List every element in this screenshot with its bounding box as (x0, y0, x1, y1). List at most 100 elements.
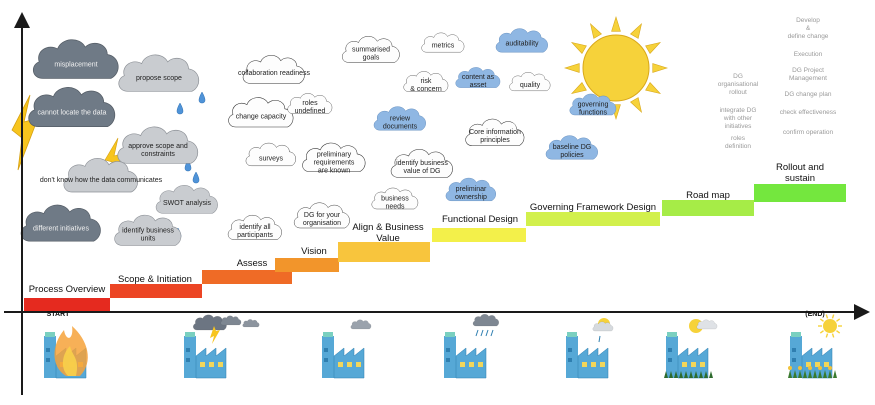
sun-cloud-icon (592, 318, 614, 343)
future-note: organisational (718, 81, 759, 88)
future-note: Execution (794, 51, 823, 58)
factory-icon (184, 332, 227, 379)
cloud-node: cannot locate the data (28, 86, 116, 128)
cloud-label: SWOT analysis (163, 200, 212, 207)
cloud-label: identify business (396, 160, 448, 167)
plants-icon (664, 371, 713, 378)
cloud-label: principles (480, 137, 510, 144)
cloud-icon (350, 319, 372, 330)
cloud-label: don't know how the data communicates (40, 177, 163, 184)
cloud-label: asset (470, 82, 487, 89)
future-notes: Develop&define changeExecutionDGorganisa… (718, 17, 837, 150)
cloud-label: cannot locate the data (38, 109, 107, 116)
cloud-label: ownership (455, 194, 487, 201)
cloud-label: misplacement (54, 61, 97, 68)
cloud-node: SWOT analysis (155, 184, 219, 214)
cloud-node: quality (509, 71, 551, 92)
cloud-label: quality (520, 82, 541, 89)
future-note: & (806, 25, 811, 32)
future-note: definition (725, 143, 751, 150)
cloud-label: are known (318, 167, 350, 174)
cloud-label: constraints (141, 151, 175, 158)
cloud-label: documents (383, 123, 418, 130)
cloud-label: DG for your (304, 212, 341, 219)
future-note: roles (731, 135, 746, 142)
plants-icon (788, 366, 837, 378)
cloud-label: change capacity (236, 113, 287, 120)
clouds-layer: misplacement propose scope cannot locate t… (20, 28, 617, 246)
future-note: DG (733, 73, 743, 80)
step-label: Scope & Initiation (118, 274, 192, 285)
cloud-label: needs (385, 203, 405, 210)
cloud-label: baseline DG (553, 144, 592, 151)
sun-cloud-icon (689, 319, 718, 333)
cloud-node: risk& concern (403, 71, 449, 93)
step-block: Process Overview (24, 284, 110, 312)
step-label: Align & Business (352, 222, 424, 233)
future-note: rollout (729, 89, 747, 96)
step-block: Road map (662, 190, 754, 216)
step-label: Governing Framework Design (530, 202, 656, 213)
future-note: Develop (796, 17, 820, 24)
cloud-label: summarised (352, 47, 390, 54)
future-note: initiatives (725, 123, 752, 130)
start-label: START (47, 311, 71, 318)
step-label: Road map (686, 190, 730, 201)
cloud-node: change capacity (228, 97, 294, 128)
cloud-label: identify business (122, 228, 174, 235)
cloud-label: preliminary (317, 151, 352, 158)
cloud-label: Core information (469, 129, 521, 136)
future-note: DG Project (792, 67, 824, 74)
factory-icon (322, 332, 365, 379)
step-block: Vision (275, 246, 339, 272)
rain-cloud-icon (472, 314, 499, 337)
factory-icon (790, 332, 833, 379)
cloud-label: units (141, 236, 156, 243)
cloud-label: policies (560, 152, 584, 159)
cloud-label: identify all (239, 224, 271, 231)
cloud-label: risk (421, 78, 432, 85)
cloud-label: functions (579, 109, 608, 116)
storm-cloud-icon (193, 314, 260, 344)
step-label: Assess (237, 258, 268, 269)
step-label: Functional Design (442, 214, 518, 225)
cloud-node: propose scope (118, 54, 200, 92)
cloud-label: organisation (303, 220, 341, 227)
end-label: (END) (805, 311, 824, 318)
cloud-label: review (390, 115, 411, 122)
cloud-label: auditability (505, 41, 539, 48)
cloud-label: business (381, 195, 409, 202)
cloud-label: goals (363, 55, 380, 62)
sun-icon (563, 15, 669, 121)
factory-icon (444, 332, 487, 379)
cloud-node: different initiatives (20, 204, 101, 242)
cloud-label: approve scope and (128, 143, 188, 150)
cloud-label: undefined (295, 108, 326, 115)
future-note: define change (788, 33, 829, 40)
step-block: Assess (202, 258, 292, 284)
factory-icon (566, 332, 609, 379)
cloud-label: different initiatives (33, 225, 89, 232)
cloud-label: metrics (432, 42, 455, 49)
step-label: Rollout and (776, 162, 824, 173)
step-label: Vision (301, 246, 327, 257)
future-note: Management (789, 75, 827, 82)
cloud-node: don't know how the data communicates (40, 157, 163, 193)
step-block: Scope & Initiation (110, 274, 202, 298)
cloud-label: requirements (314, 159, 355, 166)
cloud-node: collaboration readiness (238, 54, 310, 84)
